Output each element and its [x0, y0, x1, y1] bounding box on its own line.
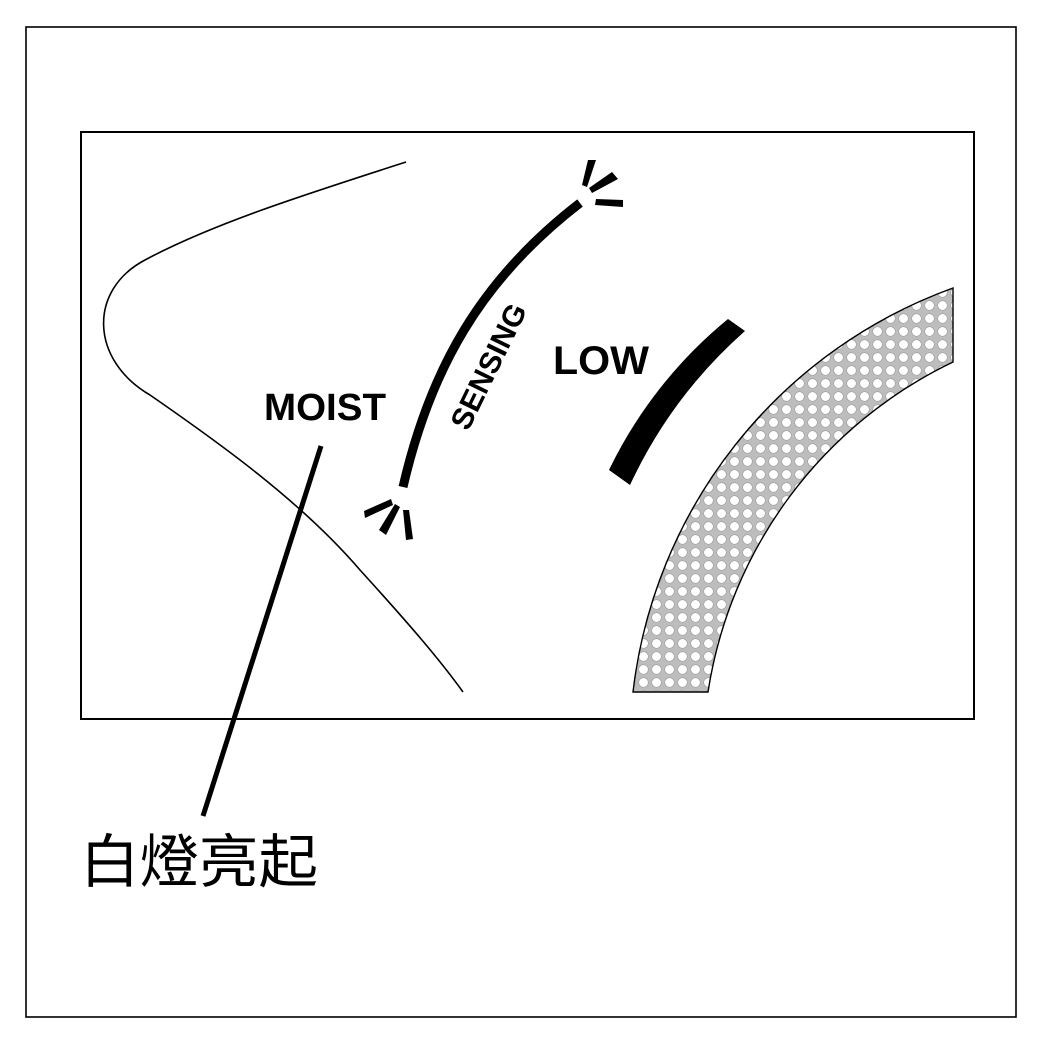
caption-label: 白燈亮起: [80, 828, 318, 896]
sensing-arc: [398, 199, 583, 489]
low-label: LOW: [553, 339, 649, 383]
sensing-top-tick-icon: [582, 160, 623, 207]
dial-ring: [632, 287, 954, 693]
panel-outline-curve: [102, 161, 464, 693]
sensing-bottom-tick-icon: [364, 499, 413, 540]
moist-leader-line: [200, 445, 324, 817]
moist-label: MOIST: [264, 387, 386, 429]
low-indicator-bar: [609, 319, 745, 485]
